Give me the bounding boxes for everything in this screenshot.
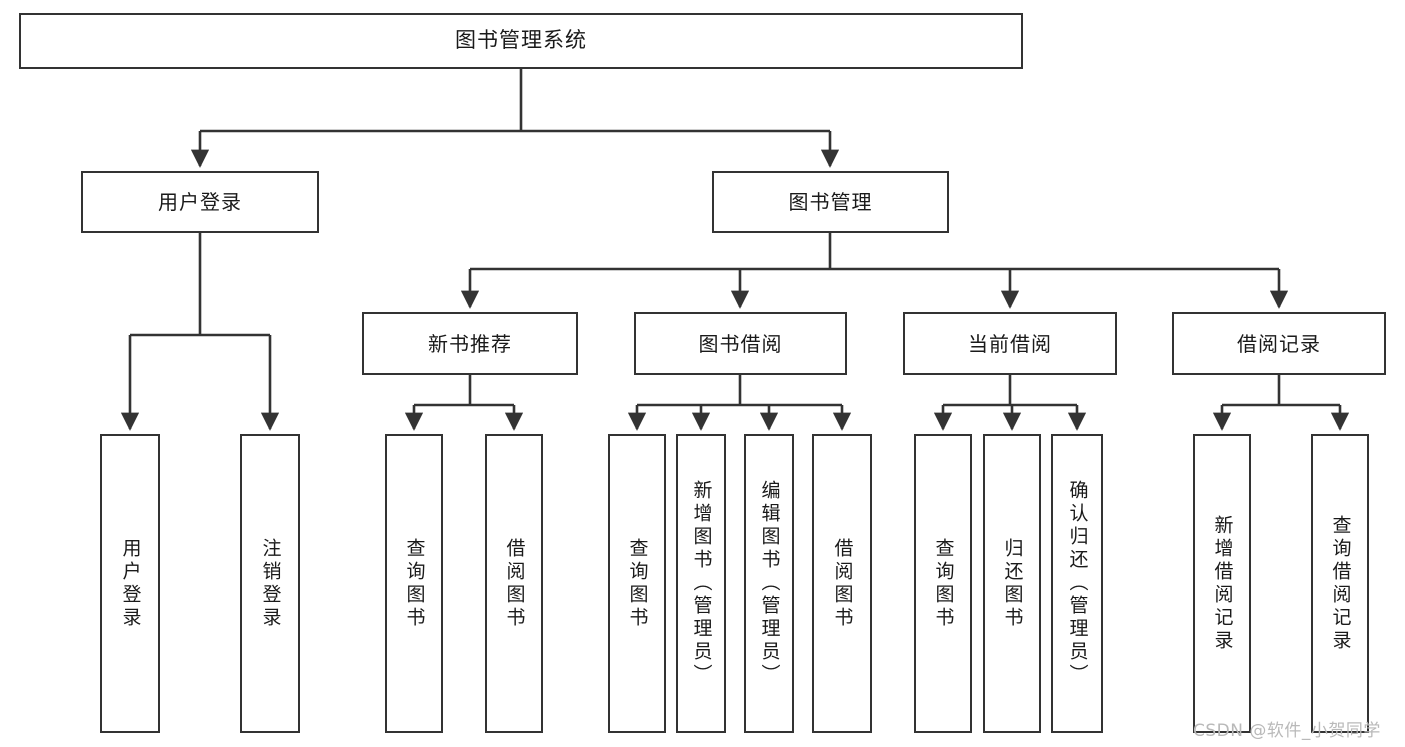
leaf-logout[interactable]: 注销登录	[240, 434, 300, 733]
leaf-edit-book-admin[interactable]: 编辑图书（管理员）	[744, 434, 794, 733]
node-new-book-recommend[interactable]: 新书推荐	[362, 312, 578, 375]
watermark: CSDN @软件_小贺同学	[1193, 721, 1381, 741]
leaf-confirm-return-admin[interactable]: 确认归还（管理员）	[1051, 434, 1103, 733]
leaf-query-book-rec[interactable]: 查询图书	[385, 434, 443, 733]
leaf-add-borrow-record[interactable]: 新增借阅记录	[1193, 434, 1251, 733]
leaf-query-book-current[interactable]: 查询图书	[914, 434, 972, 733]
leaf-query-book-borrow[interactable]: 查询图书	[608, 434, 666, 733]
leaf-return-book[interactable]: 归还图书	[983, 434, 1041, 733]
node-current-borrow[interactable]: 当前借阅	[903, 312, 1117, 375]
leaf-user-login[interactable]: 用户登录	[100, 434, 160, 733]
node-borrow-record[interactable]: 借阅记录	[1172, 312, 1386, 375]
leaf-add-book-admin[interactable]: 新增图书（管理员）	[676, 434, 726, 733]
leaf-borrow-book[interactable]: 借阅图书	[812, 434, 872, 733]
leaf-query-borrow-record[interactable]: 查询借阅记录	[1311, 434, 1369, 733]
node-book-borrow[interactable]: 图书借阅	[634, 312, 847, 375]
node-root[interactable]: 图书管理系统	[19, 13, 1023, 69]
leaf-borrow-book-rec[interactable]: 借阅图书	[485, 434, 543, 733]
node-user-login[interactable]: 用户登录	[81, 171, 319, 233]
node-book-management[interactable]: 图书管理	[712, 171, 949, 233]
